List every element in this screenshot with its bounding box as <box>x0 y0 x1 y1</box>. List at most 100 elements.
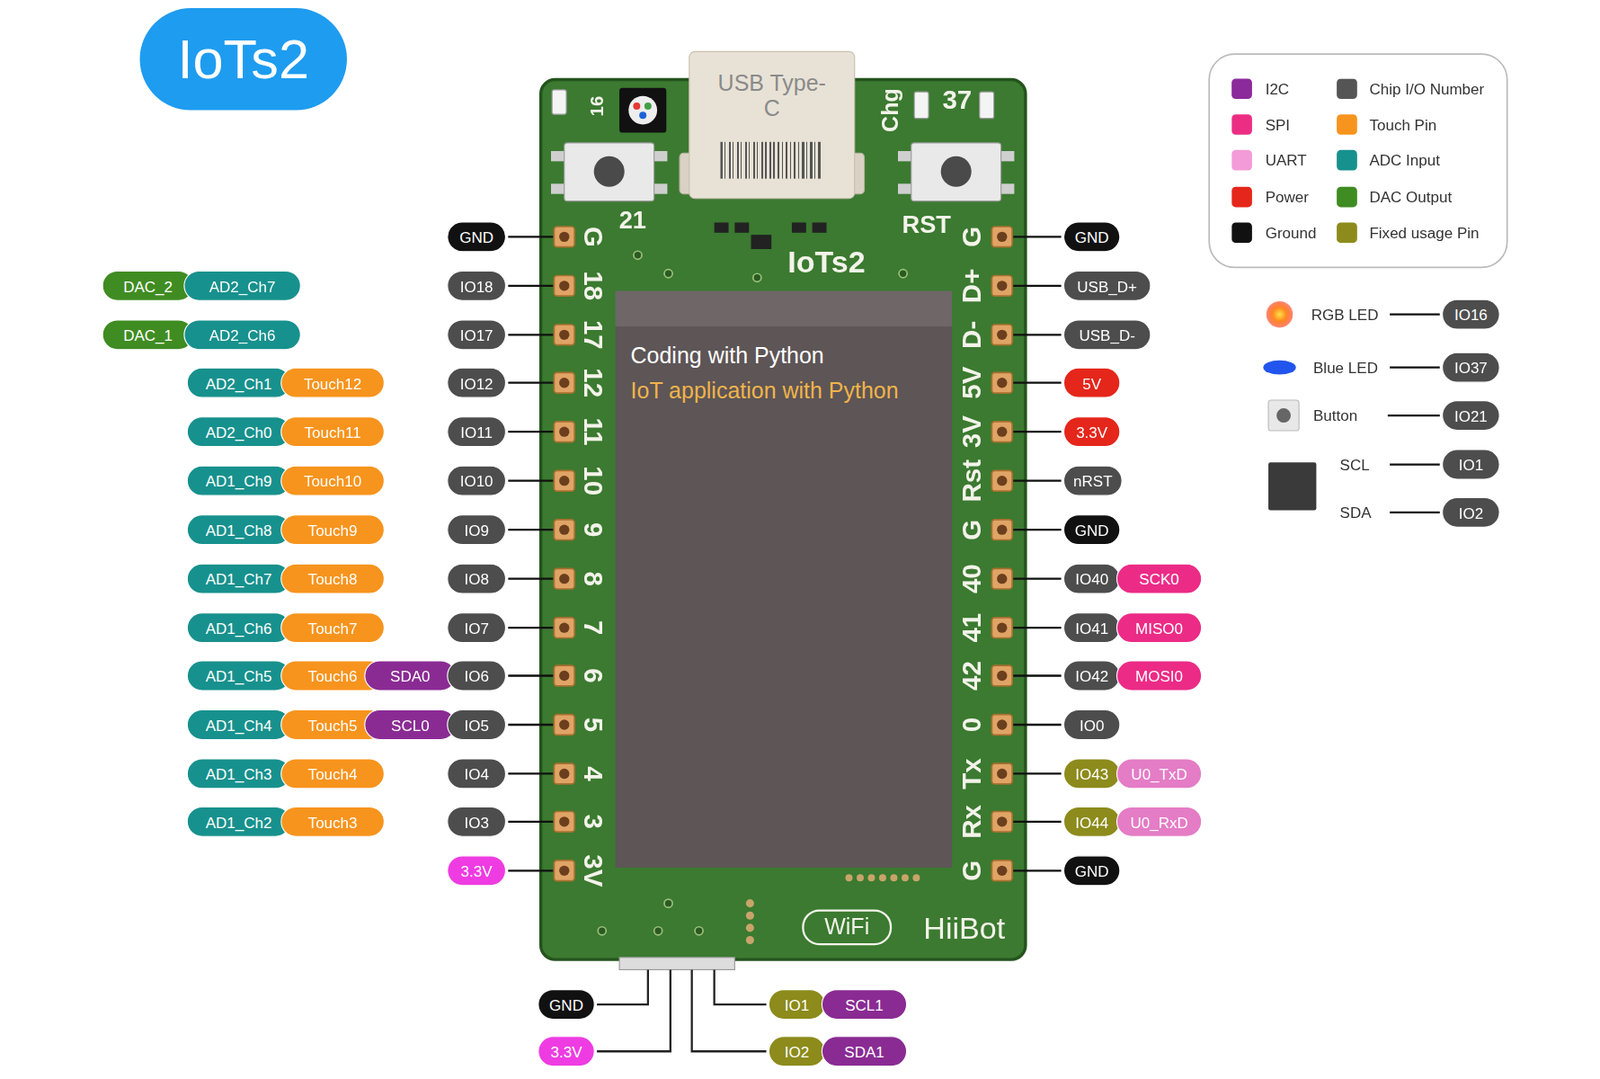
pin-label-text: Touch12 <box>303 373 362 392</box>
pin-label-text: DAC_1 <box>123 326 173 344</box>
silkscreen-text: IoTs2 <box>787 247 865 278</box>
led <box>979 91 995 119</box>
pin-label: AD1_Ch5 <box>186 659 292 691</box>
legend-text: DAC Output <box>1368 189 1452 205</box>
button-icon <box>1268 400 1299 431</box>
pin-label-text: AD2_Ch7 <box>209 276 276 294</box>
pin-number: 40 <box>958 563 986 594</box>
pin-label: IO1 <box>768 988 827 1020</box>
pin-label-text: IO3 <box>463 812 489 830</box>
pin-label: AD2_Ch7 <box>183 270 302 302</box>
smd-parts <box>714 222 827 249</box>
legend-text: Chip I/O Number <box>1368 80 1485 97</box>
pin-label: AD1_Ch9 <box>186 465 292 497</box>
pin-label: IO40 <box>1063 563 1121 595</box>
legend-text: Ground <box>1265 224 1317 240</box>
pin-label-text: Touch11 <box>304 423 362 441</box>
connector-label: USB Type-C <box>714 70 829 122</box>
pin-label: Touch8 <box>280 563 385 595</box>
pin-label-text: 3.3V <box>551 1042 583 1060</box>
legend-text: SPI <box>1265 116 1290 133</box>
pin-label: IO42 <box>1063 659 1121 691</box>
pin-label: IO16 <box>1441 299 1501 330</box>
pin-label-text: IO42 <box>1075 666 1109 685</box>
pin-label: SDA1 <box>821 1035 907 1067</box>
screen-text: Coding with Python <box>631 341 938 371</box>
component-label: SDA <box>1340 504 1372 520</box>
pin-label-text: IO17 <box>460 326 494 344</box>
pin-label-text: SCL1 <box>844 995 884 1013</box>
silkscreen-text: 16 <box>587 96 606 117</box>
pin-label-text: IO4 <box>463 764 489 783</box>
pin-label: Touch7 <box>280 612 385 643</box>
pin-number: 12 <box>580 367 608 398</box>
pin-label: IO18 <box>446 270 507 302</box>
pin-label-text: GND <box>459 228 494 246</box>
pin-label-text: AD1_Ch8 <box>205 521 273 539</box>
pin-label-text: AD1_Ch5 <box>205 666 273 685</box>
pin-label: SCK0 <box>1116 563 1202 595</box>
pin-label: IO12 <box>446 367 507 399</box>
pin-label-text: IO41 <box>1075 618 1109 636</box>
pin-label-text: IO12 <box>460 373 494 392</box>
pin-label-text: SCL0 <box>391 715 430 733</box>
pin-label-text: Touch3 <box>308 812 358 830</box>
silkscreen-text: Chg <box>880 88 903 133</box>
pin-label: USB_D- <box>1063 319 1152 350</box>
pin-label-text: AD1_Ch3 <box>205 764 273 783</box>
pin-label-text: Touch6 <box>308 666 358 685</box>
pin-label-text: IO7 <box>463 618 489 636</box>
component-label: Button <box>1313 408 1358 424</box>
pin-number: D+ <box>958 268 986 304</box>
legend-swatch <box>1231 150 1253 171</box>
pin-label-text: IO9 <box>463 521 489 539</box>
pin-label-text: IO2 <box>1458 503 1484 521</box>
pin-label: GND <box>1063 514 1121 545</box>
title-badge: IoTs2 <box>140 8 347 111</box>
pin-label-text: IO21 <box>1454 406 1488 424</box>
pin-number: 3 <box>580 814 608 829</box>
pin-number: 9 <box>580 522 608 537</box>
pin-label: SCL1 <box>821 988 907 1020</box>
pin-label: AD1_Ch8 <box>186 514 292 545</box>
wifi-outline <box>802 910 891 944</box>
pin-number: Rx <box>958 804 986 839</box>
pin-number: 11 <box>580 417 608 446</box>
pin-label: IO2 <box>768 1035 827 1067</box>
pin-label: MOSI0 <box>1116 659 1202 691</box>
pin-label-text: 5V <box>1082 373 1102 392</box>
legend-text: I2C <box>1265 80 1289 97</box>
pin-label-text: IO18 <box>460 276 494 294</box>
legend-swatch <box>1231 186 1253 208</box>
pin-label: IO6 <box>446 659 507 691</box>
legend-swatch <box>1231 78 1253 99</box>
pin-label-text: AD2_Ch1 <box>205 373 273 392</box>
led <box>914 91 929 119</box>
pin-label: Touch9 <box>280 514 385 545</box>
pin-label-text: IO10 <box>460 471 494 489</box>
pin-label: IO21 <box>1441 400 1501 431</box>
legend-swatch <box>1231 222 1253 243</box>
pin-label: nRST <box>1063 465 1123 497</box>
pin-label-text: IO16 <box>1454 305 1488 323</box>
pin-label-text: Touch8 <box>308 569 358 587</box>
leader-lines <box>507 236 1061 871</box>
rgb-led <box>644 102 652 110</box>
pin-label-text: Touch9 <box>308 521 358 539</box>
legend-swatch <box>1336 78 1358 99</box>
pin-label: GND <box>1063 854 1121 886</box>
pin-label: 5V <box>1063 367 1121 399</box>
pin-label: GND <box>446 221 507 252</box>
leader-lines <box>596 968 766 1051</box>
pin-label-text: AD2_Ch0 <box>205 423 273 441</box>
legend-text: UART <box>1265 152 1307 169</box>
silkscreen-text: 21 <box>619 208 647 233</box>
pin-number: 5V <box>958 366 986 400</box>
pin-number: G <box>958 226 986 248</box>
pin-label: GND <box>1063 221 1121 252</box>
legend-frame <box>1208 53 1507 267</box>
rgb-led <box>628 96 658 125</box>
pin-number: G <box>958 860 986 881</box>
pin-label: AD2_Ch6 <box>183 319 302 350</box>
legend-text: Fixed usage Pin <box>1368 224 1479 240</box>
